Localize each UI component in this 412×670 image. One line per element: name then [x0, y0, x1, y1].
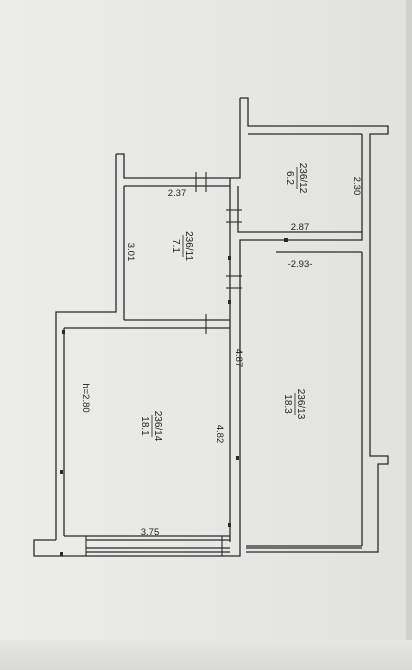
wall-room-13-right: [246, 246, 389, 553]
marker: [62, 330, 65, 334]
room-number: 236/11: [183, 231, 194, 261]
column-markers: [60, 238, 288, 556]
dimension-287: 2.87: [291, 222, 310, 233]
room-area: 18.1: [139, 416, 150, 436]
room-number: 236/13: [295, 389, 306, 420]
walls: [33, 97, 389, 557]
dimension-375: 3.75: [141, 527, 160, 538]
marker: [284, 238, 288, 242]
wall-room-11-outer: [116, 153, 230, 179]
room-label-12: 236/12 6.2: [284, 163, 308, 194]
wall-room-11-left: [55, 154, 117, 540]
dimension-301: 3.01: [125, 243, 136, 262]
marker: [236, 456, 239, 460]
wall-room-12-outer: [240, 97, 389, 246]
wall-partition-vertical-2: [237, 186, 363, 548]
room-area: 6.2: [284, 171, 295, 185]
dimension-293: -2.93-: [288, 259, 313, 270]
marker: [60, 470, 63, 474]
room-number: 236/12: [297, 163, 308, 194]
wall-room-12-inner: [230, 98, 241, 179]
dimension-487: 4.87: [233, 349, 244, 368]
openings: [85, 172, 242, 556]
dimension-230: 2.30: [351, 177, 362, 196]
room-label-11: 236/11 7.1: [170, 231, 194, 261]
room-number: 236/14: [152, 411, 163, 442]
room-area: 18.3: [282, 394, 293, 414]
marker: [228, 523, 231, 527]
scan-edge-right: [406, 0, 412, 670]
room-area: 7.1: [170, 239, 181, 253]
room-label-14: 236/14 18.1: [139, 411, 163, 442]
marker: [228, 300, 231, 304]
wall-room-14-bottom-outer: [33, 539, 241, 557]
marker: [60, 552, 63, 556]
dimension-237: 2.37: [168, 188, 187, 199]
scan-edge-bottom: [0, 640, 412, 670]
ceiling-height-label: h=2.80: [80, 383, 91, 412]
room-label-13: 236/13 18.3: [282, 389, 306, 420]
marker: [228, 256, 231, 260]
dimension-482: 4.82: [214, 425, 225, 444]
